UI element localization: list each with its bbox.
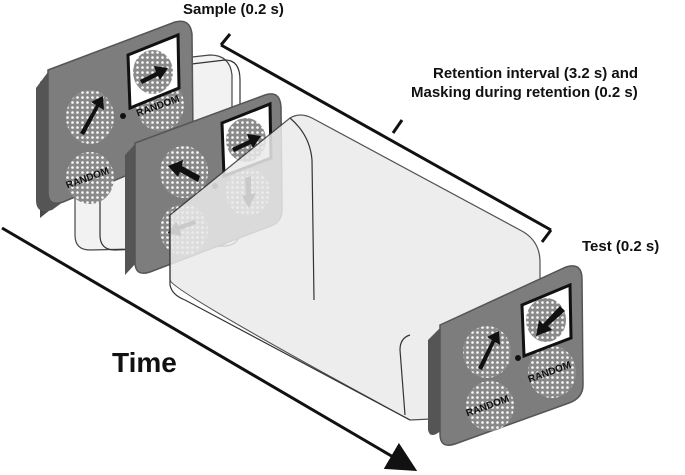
right-arrow-icon <box>232 134 261 152</box>
fixation-dot <box>515 355 521 361</box>
sample-dot-patch-1 <box>66 90 114 144</box>
test-panel: RANDOM RANDOM <box>428 265 584 446</box>
mask-dot-patch-1 <box>160 146 208 198</box>
test-cue-box <box>520 282 573 359</box>
retention-label-line1: Retention interval (3.2 s) and <box>433 65 638 82</box>
sample-cue-box <box>126 32 181 111</box>
test-dot-patch-2: RANDOM <box>465 381 514 431</box>
test-dot-patch-1 <box>463 326 511 378</box>
retention-label-line2: Masking during retention (0.2 s) <box>411 84 638 101</box>
down-left-arrow-icon <box>536 306 565 336</box>
up-right-arrow-icon <box>80 96 104 135</box>
right-arrow-icon <box>140 66 168 84</box>
up-right-arrow-icon <box>478 331 500 370</box>
up-left-arrow-icon <box>168 160 200 182</box>
sample-dot-patch-2: RANDOM <box>65 152 114 204</box>
sample-label: Sample (0.2 s) <box>183 1 284 18</box>
test-label: Test (0.2 s) <box>582 238 659 255</box>
time-axis-line <box>1 226 418 472</box>
retention-bracket <box>219 33 553 243</box>
test-dot-patch-3: RANDOM <box>527 346 576 398</box>
time-label: Time <box>112 347 177 378</box>
fixation-dot <box>120 113 126 119</box>
